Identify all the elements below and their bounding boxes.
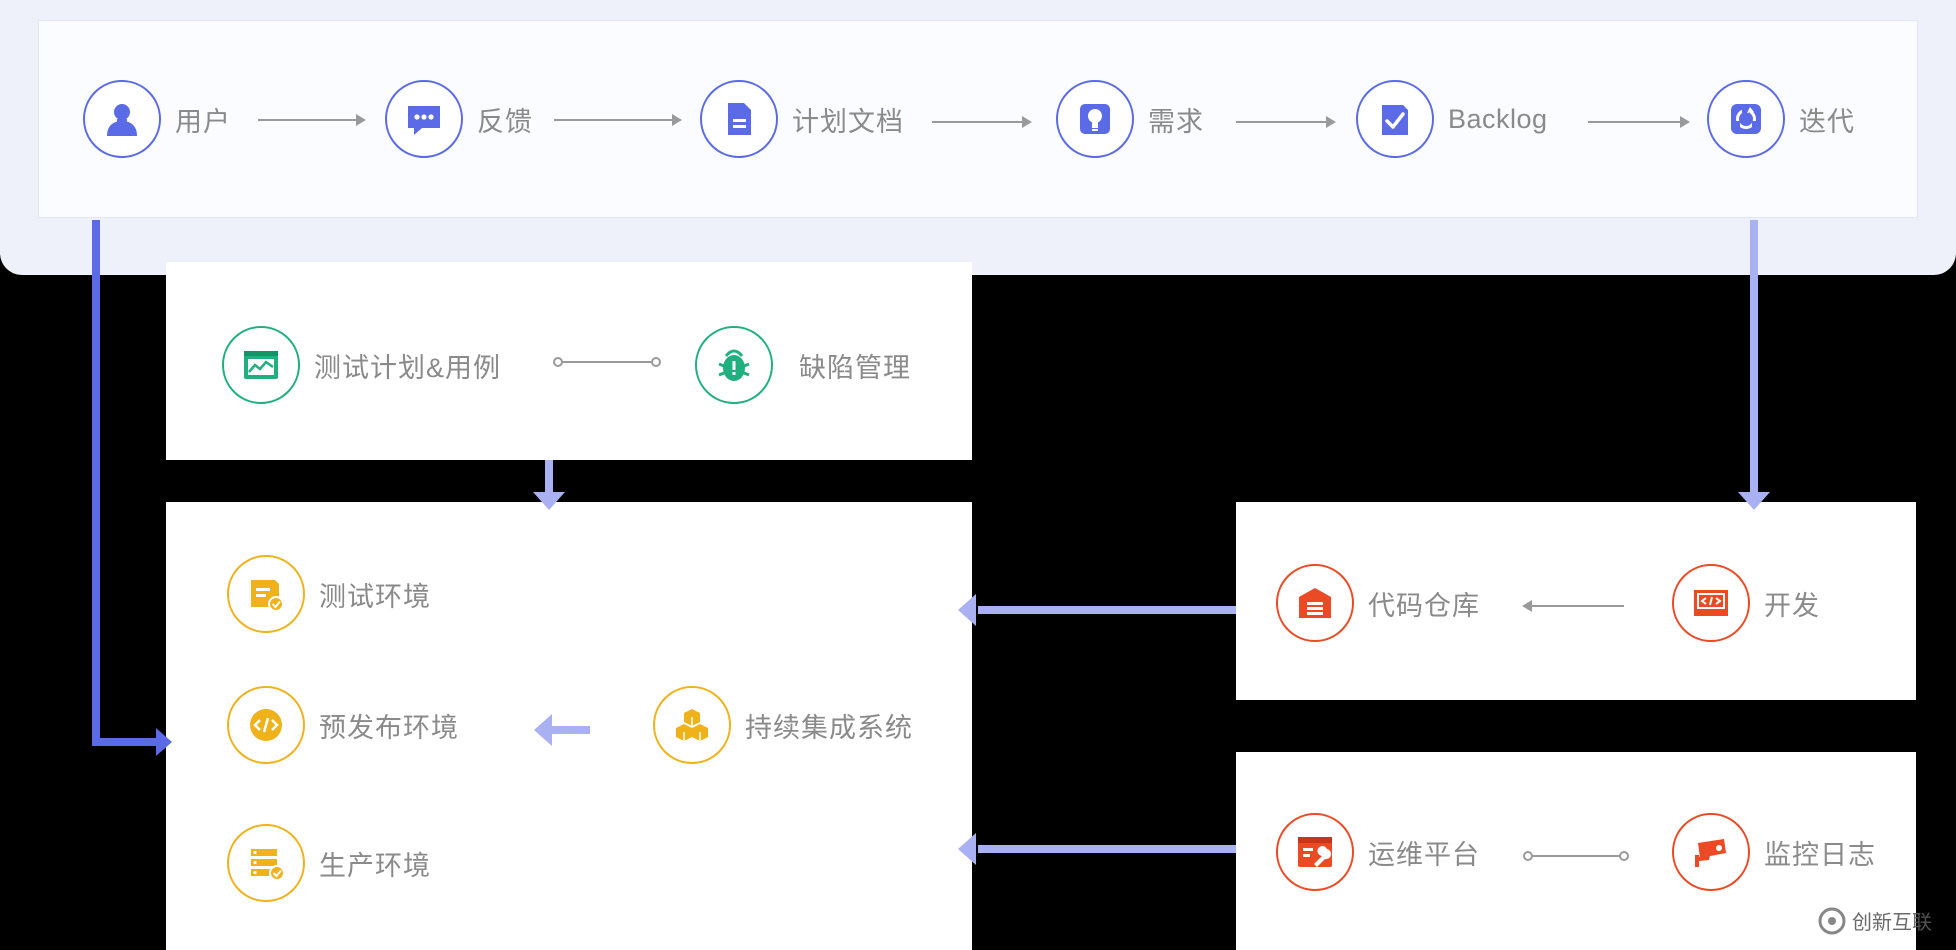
watermark: 创新互联 [1818,906,1932,935]
node-requirement-label: 需求 [1148,106,1204,137]
test-chart-icon [222,326,300,404]
node-feedback-label: 反馈 [477,106,533,137]
node-test-env[interactable]: 测试环境 [227,555,431,633]
node-monitor-log-label: 监控日志 [1764,839,1876,870]
top-flow-panel [38,20,1918,218]
node-prod-env-label: 生产环境 [319,850,431,881]
chat-bubble-icon [385,80,463,158]
node-backlog[interactable]: Backlog [1356,80,1548,158]
node-ops-platform-label: 运维平台 [1368,839,1480,870]
node-monitor-log[interactable]: 监控日志 [1672,813,1876,891]
node-code-repo-label: 代码仓库 [1368,590,1480,621]
node-iteration-label: 迭代 [1799,106,1855,137]
camera-icon [1672,813,1750,891]
server-stack-icon [227,824,305,902]
wrench-window-icon [1276,813,1354,891]
node-develop-label: 开发 [1764,590,1820,621]
node-preprod-env-label: 预发布环境 [319,712,459,743]
node-test-plan-label: 测试计划&用例 [314,352,502,383]
user-to-preprod-connector [92,220,172,756]
node-iteration[interactable]: 迭代 [1707,80,1855,158]
node-feedback[interactable]: 反馈 [385,80,533,158]
user-icon [83,80,161,158]
watermark-text: 创新互联 [1852,912,1932,934]
code-icon [227,686,305,764]
server-check-icon [227,555,305,633]
cycle-icon [1707,80,1785,158]
node-develop[interactable]: 开发 [1672,564,1820,642]
warehouse-icon [1276,564,1354,642]
ops-to-prodenv-connector [958,833,1236,865]
node-user-label: 用户 [175,106,231,137]
bug-icon [695,326,773,404]
node-user[interactable]: 用户 [83,80,231,158]
repo-to-testenv-connector [958,594,1236,626]
node-plan-doc[interactable]: 计划文档 [700,80,904,158]
node-preprod-env[interactable]: 预发布环境 [227,686,459,764]
cubes-icon [653,686,731,764]
lightbulb-icon [1056,80,1134,158]
node-ops-platform[interactable]: 运维平台 [1276,813,1480,891]
node-plan-doc-label: 计划文档 [792,106,904,137]
node-ci-system[interactable]: 持续集成系统 [653,686,913,764]
brand-logo-icon [1818,907,1846,934]
node-test-plan[interactable]: 测试计划&用例 [222,326,501,404]
node-defect-label: 缺陷管理 [799,352,911,383]
node-prod-env[interactable]: 生产环境 [227,824,431,902]
node-backlog-label: Backlog [1448,103,1548,134]
node-ci-system-label: 持续集成系统 [745,712,913,743]
code-window-icon [1672,564,1750,642]
node-defect[interactable]: 缺陷管理 [695,326,911,404]
checklist-icon [1356,80,1434,158]
node-requirement[interactable]: 需求 [1056,80,1204,158]
document-icon [700,80,778,158]
node-code-repo[interactable]: 代码仓库 [1276,564,1480,642]
node-test-env-label: 测试环境 [319,581,431,612]
